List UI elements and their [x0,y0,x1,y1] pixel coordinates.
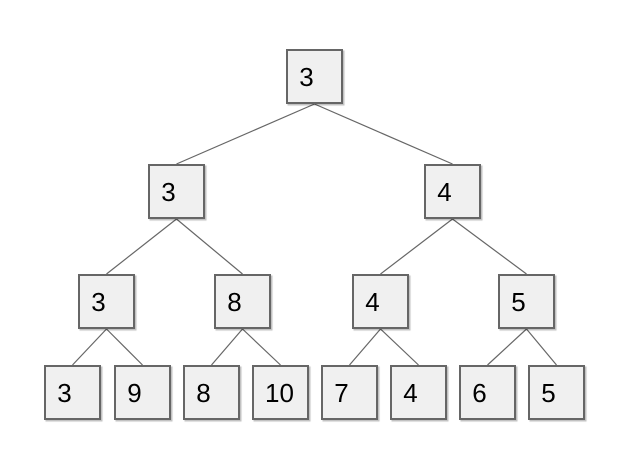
tree-leaf-7: 6 [459,365,516,420]
tree-edge [526,328,557,366]
tree-edge [380,218,453,275]
tree-edge [487,328,527,366]
tree-leaf-4: 10 [252,365,309,420]
tree-edge [106,328,143,366]
tree-leaf-6: 4 [390,365,447,420]
tree-leaf-5: 7 [321,365,378,420]
tree-node-root: 3 [286,49,343,104]
tree-node-rr: 5 [498,274,555,329]
tree-edge [242,328,281,366]
tree-node-lr: 8 [214,274,271,329]
tree-node-l: 3 [148,164,205,219]
tree-edge [314,103,453,165]
tree-leaf-2: 9 [114,365,171,420]
tree-edge [349,328,381,366]
tree-edge [106,218,177,275]
tree-leaf-3: 8 [183,365,240,420]
tree-leaf-8: 5 [528,365,585,420]
tree-node-rl: 4 [352,274,409,329]
tree-edge [380,328,419,366]
tree-edge [211,328,243,366]
tree-edge [72,328,107,366]
tree-leaf-1: 3 [44,365,101,420]
tree-edge [452,218,527,275]
tree-node-r: 4 [424,164,481,219]
tree-edge [176,218,243,275]
tree-edge [176,103,315,165]
tree-node-ll: 3 [78,274,135,329]
